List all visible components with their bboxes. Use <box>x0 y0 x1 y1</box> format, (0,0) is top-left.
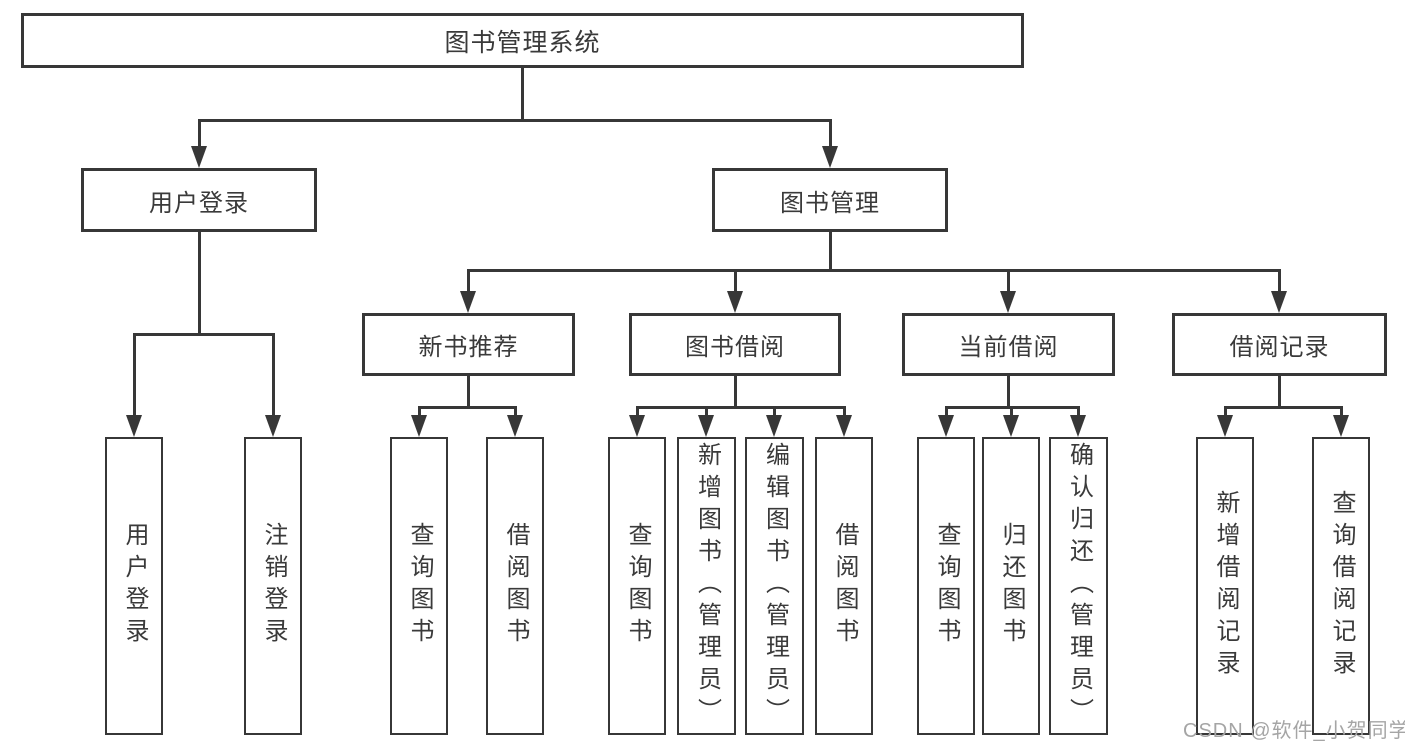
connector-line <box>945 406 948 418</box>
arrowhead-down-icon <box>727 291 743 313</box>
connector-line <box>133 333 136 416</box>
connector-line <box>198 119 201 147</box>
arrowhead-down-icon <box>265 415 281 437</box>
leaf-borrow-books-recommend: 借阅图书 <box>486 437 544 735</box>
arrowhead-down-icon <box>766 415 782 437</box>
node-new-book-recommendation: 新书推荐 <box>362 313 575 376</box>
node-book-borrowing: 图书借阅 <box>629 313 841 376</box>
leaf-label: 新增借阅记录 <box>1212 490 1239 682</box>
leaf-label: 借阅图书 <box>502 522 529 650</box>
connector-line <box>1224 406 1227 418</box>
connector-line <box>636 406 846 409</box>
arrowhead-down-icon <box>938 415 954 437</box>
node-book-management: 图书管理 <box>712 168 948 232</box>
connector-line <box>272 333 275 416</box>
connector-line <box>1007 375 1010 408</box>
leaf-logout: 注销登录 <box>244 437 302 735</box>
connector-line <box>1340 406 1343 418</box>
leaf-label: 查询借阅记录 <box>1328 490 1355 682</box>
leaf-label: 新增图书（管理员） <box>693 442 721 730</box>
connector-line <box>198 231 201 335</box>
connector-line <box>1224 406 1343 409</box>
connector-line <box>1007 269 1010 293</box>
arrowhead-down-icon <box>191 146 207 168</box>
arrowhead-down-icon <box>411 415 427 437</box>
leaf-add-borrowing-record: 新增借阅记录 <box>1196 437 1254 735</box>
connector-line <box>418 406 421 418</box>
connector-line <box>467 375 470 408</box>
leaf-confirm-return-admin: 确认归还（管理员） <box>1049 437 1108 735</box>
arrowhead-down-icon <box>507 415 523 437</box>
connector-line <box>418 406 517 409</box>
arrowhead-down-icon <box>1000 291 1016 313</box>
leaf-label: 查询图书 <box>406 522 433 650</box>
arrowhead-down-icon <box>460 291 476 313</box>
arrowhead-down-icon <box>822 146 838 168</box>
leaf-label: 查询图书 <box>933 522 960 650</box>
leaf-return-books: 归还图书 <box>982 437 1040 735</box>
connector-line <box>514 406 517 418</box>
connector-line <box>467 269 470 293</box>
connector-line <box>829 119 832 147</box>
node-library-management-system: 图书管理系统 <box>21 13 1024 68</box>
connector-line <box>521 66 524 121</box>
connector-line <box>773 406 776 418</box>
leaf-label: 用户登录 <box>121 522 148 650</box>
leaf-query-books-current: 查询图书 <box>917 437 975 735</box>
connector-line <box>133 333 275 336</box>
connector-line <box>734 269 737 293</box>
connector-line <box>1010 406 1013 418</box>
arrowhead-down-icon <box>698 415 714 437</box>
arrowhead-down-icon <box>629 415 645 437</box>
connector-line <box>198 119 832 122</box>
connector-line <box>705 406 708 418</box>
arrowhead-down-icon <box>1217 415 1233 437</box>
leaf-label: 确认归还（管理员） <box>1065 442 1093 730</box>
leaf-label: 归还图书 <box>998 522 1025 650</box>
connector-line <box>829 231 832 272</box>
arrowhead-down-icon <box>1003 415 1019 437</box>
leaf-label: 注销登录 <box>260 522 287 650</box>
leaf-borrow-books: 借阅图书 <box>815 437 873 735</box>
connector-line <box>1278 269 1281 293</box>
connector-line <box>467 269 1281 272</box>
leaf-label: 借阅图书 <box>831 522 858 650</box>
connector-line <box>1077 406 1080 418</box>
node-current-borrowing: 当前借阅 <box>902 313 1115 376</box>
node-borrowing-records: 借阅记录 <box>1172 313 1387 376</box>
connector-line <box>734 375 737 408</box>
leaf-edit-books-admin: 编辑图书（管理员） <box>745 437 804 735</box>
arrowhead-down-icon <box>1271 291 1287 313</box>
leaf-label: 查询图书 <box>624 522 651 650</box>
connector-line <box>843 406 846 418</box>
connector-line <box>1278 375 1281 408</box>
arrowhead-down-icon <box>126 415 142 437</box>
leaf-query-books-recommend: 查询图书 <box>390 437 448 735</box>
node-user-login: 用户登录 <box>81 168 317 232</box>
csdn-watermark: CSDN @软件_小贺同学 <box>1183 720 1405 742</box>
leaf-label: 编辑图书（管理员） <box>761 442 789 730</box>
arrowhead-down-icon <box>836 415 852 437</box>
leaf-query-books-borrowing: 查询图书 <box>608 437 666 735</box>
arrowhead-down-icon <box>1070 415 1086 437</box>
arrowhead-down-icon <box>1333 415 1349 437</box>
connector-line <box>636 406 639 418</box>
leaf-add-books-admin: 新增图书（管理员） <box>677 437 736 735</box>
leaf-query-borrowing-record: 查询借阅记录 <box>1312 437 1370 735</box>
leaf-user-login: 用户登录 <box>105 437 163 735</box>
